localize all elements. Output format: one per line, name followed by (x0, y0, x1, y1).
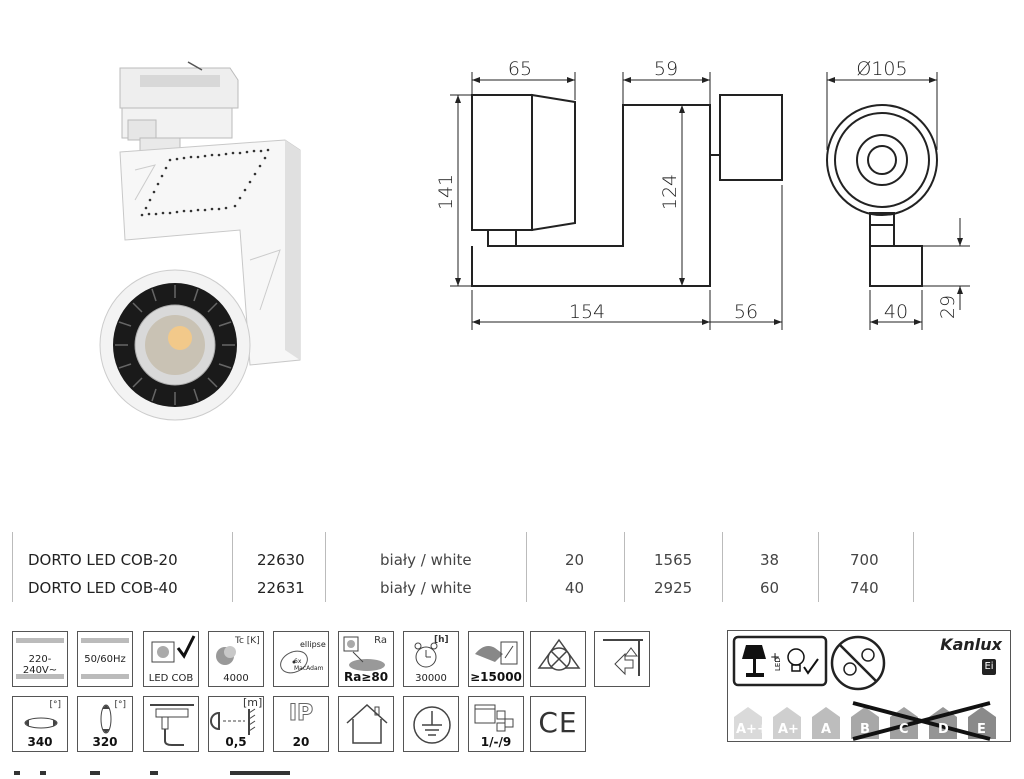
switching-cycles-icon: ≥15000 (468, 631, 524, 687)
energy-label: + LED Kanlux Ei A++ A+ A B C D E (727, 630, 1011, 742)
product-weight: 740 (850, 579, 879, 597)
ceiling-mount-icon (594, 631, 650, 687)
switching-cycles-value: ≥15000 (470, 670, 522, 684)
product-power: 40 (565, 579, 585, 597)
rot-v-value: 320 (92, 735, 118, 749)
product-angle: 38 (760, 551, 780, 569)
no-dimming-icon (530, 631, 586, 687)
lifetime-icon: [h] 30000 (403, 631, 459, 687)
product-lumen: 1565 (654, 551, 693, 569)
dim-40: 40 (884, 301, 908, 323)
dim-59: 59 (654, 58, 678, 80)
rot-h-unit: [°] (49, 700, 61, 710)
product-code: 22631 (257, 579, 305, 597)
energy-class-b: B (860, 722, 870, 737)
distance-value: 0,5 (225, 735, 247, 749)
lifetime-value: 30000 (415, 673, 447, 684)
product-code: 22630 (257, 551, 305, 569)
frequency-icon: 50/60Hz (77, 631, 133, 687)
energy-class-c: C (899, 722, 909, 737)
table-row: DORTO LED COB-40 22631 biały / white 40 … (12, 575, 1012, 601)
brand-logo: Kanlux (940, 635, 1002, 654)
ip-label: IP (288, 701, 314, 727)
dim-141: 141 (435, 174, 457, 210)
ip-value: 20 (292, 735, 310, 749)
product-name: DORTO LED COB-20 (28, 551, 178, 569)
product-table: DORTO LED COB-20 22630 biały / white 20 … (12, 532, 1012, 602)
distance-icon: [m] 0,5 (208, 696, 264, 752)
distance-unit: [m] (243, 696, 263, 709)
clipped-footer-line (0, 760, 420, 775)
eu-energy-icon: Ei (982, 659, 996, 675)
svg-text:LED: LED (774, 657, 782, 671)
energy-class-app: A++ (736, 722, 768, 737)
tc-unit: Tc [K] (235, 636, 260, 646)
ra-label: Ra (374, 635, 387, 646)
ellipse-macadam-icon: ellipse 6x MacAdam (273, 631, 329, 687)
product-image (80, 60, 320, 430)
led-cob-label: LED COB (148, 673, 194, 684)
dim-56: 56 (734, 301, 758, 323)
product-name: DORTO LED COB-40 (28, 579, 178, 597)
dim-diameter-105: Ø105 (856, 58, 907, 80)
ellipse-sub: 6x MacAdam (294, 658, 324, 672)
dim-29: 29 (937, 295, 959, 319)
voltage-icon: 220-240V~ (12, 631, 68, 687)
energy-class-ap: A+ (778, 722, 799, 737)
indoor-use-icon (338, 696, 394, 752)
voltage-label: 220-240V~ (22, 654, 58, 676)
energy-class-d: D (938, 722, 949, 737)
ra-icon: Ra Ra≥80 (338, 631, 394, 687)
rot-h-value: 340 (27, 735, 53, 749)
color-temperature-icon: Tc [K] 4000 (208, 631, 264, 687)
technical-drawing: 65 59 Ø105 141 124 154 56 40 29 (430, 50, 990, 350)
product-weight: 700 (850, 551, 879, 569)
led-cob-icon: LED COB (143, 631, 199, 687)
packaging-icon: 1/-/9 (468, 696, 524, 752)
product-color: biały / white (380, 579, 472, 597)
product-angle: 60 (760, 579, 780, 597)
rot-v-unit: [°] (114, 700, 126, 710)
energy-class-a: A (821, 722, 832, 737)
product-lumen: 2925 (654, 579, 693, 597)
tc-value: 4000 (223, 673, 249, 684)
track-adapter-icon (143, 696, 199, 752)
ce-label: CE (538, 706, 578, 739)
table-row: DORTO LED COB-20 22630 biały / white 20 … (12, 547, 1012, 573)
vertical-rotation-icon: [°] 320 (77, 696, 133, 752)
dim-124: 124 (659, 174, 681, 210)
horizontal-rotation-icon: [°] 340 (12, 696, 68, 752)
ce-mark-icon: CE (530, 696, 586, 752)
lifetime-unit: [h] (434, 635, 449, 645)
earth-ground-icon (403, 696, 459, 752)
ip-rating-icon: IP 20 (273, 696, 329, 752)
dim-154: 154 (569, 301, 605, 323)
energy-class-e: E (977, 722, 986, 737)
product-power: 20 (565, 551, 585, 569)
packaging-value: 1/-/9 (480, 735, 512, 749)
ellipse-title: ellipse (300, 640, 326, 649)
product-color: biały / white (380, 551, 472, 569)
frequency-label: 50/60Hz (84, 654, 126, 665)
ra-value: Ra≥80 (343, 670, 389, 684)
dim-65: 65 (508, 58, 532, 80)
svg-text:+: + (770, 650, 780, 664)
